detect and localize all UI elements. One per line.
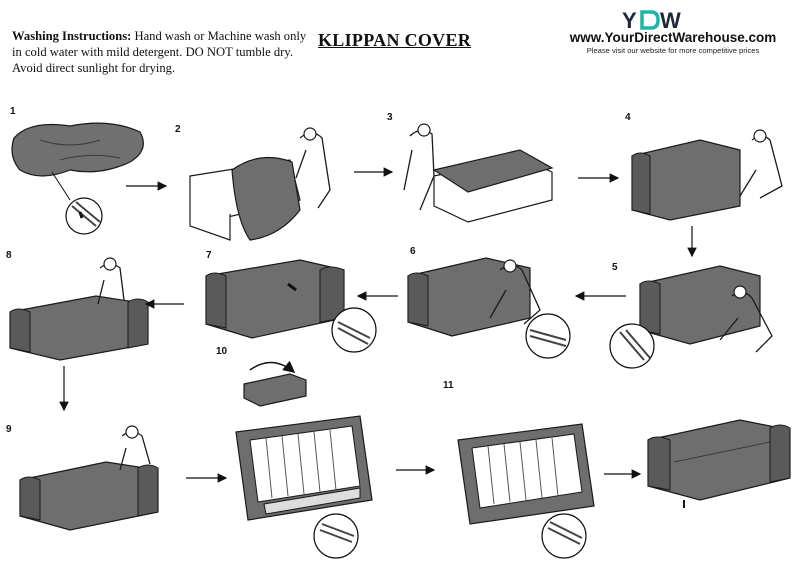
step-10-illustration bbox=[243, 360, 307, 407]
step-number-5: 5 bbox=[612, 262, 618, 273]
page-title: KLIPPAN COVER bbox=[318, 30, 472, 50]
step-number-1: 1 bbox=[10, 106, 16, 117]
final-sofa-illustration bbox=[647, 419, 791, 508]
step-number-2: 2 bbox=[175, 124, 181, 135]
tagline: Please visit our website for more compet… bbox=[586, 46, 760, 55]
website-url[interactable]: www.YourDirectWarehouse.com bbox=[569, 30, 777, 45]
svg-text:W: W bbox=[660, 8, 681, 32]
step-6-illustration bbox=[407, 257, 571, 359]
step-number-7: 7 bbox=[206, 250, 212, 261]
step-11-underside-b bbox=[457, 423, 595, 559]
step-7-illustration bbox=[205, 259, 377, 353]
washing-instructions: Washing Instructions: Hand wash or Machi… bbox=[12, 28, 312, 76]
step-number-10: 10 bbox=[216, 346, 228, 357]
step-arrows bbox=[59, 167, 697, 483]
ydw-logo: Y W bbox=[622, 8, 681, 32]
svg-text:Y: Y bbox=[622, 8, 637, 32]
step-number-3: 3 bbox=[387, 112, 393, 123]
step-3-illustration bbox=[403, 123, 554, 223]
step-9-illustration bbox=[19, 425, 159, 531]
step-2-illustration bbox=[189, 127, 331, 241]
step-number-9: 9 bbox=[6, 424, 12, 435]
step-number-6: 6 bbox=[410, 246, 416, 257]
step-1-illustration bbox=[11, 122, 144, 235]
step-8-illustration bbox=[9, 257, 149, 361]
step-11-underside-a bbox=[235, 415, 373, 559]
step-number-8: 8 bbox=[6, 250, 12, 261]
step-4-illustration bbox=[631, 129, 783, 221]
washing-label: Washing Instructions: bbox=[12, 29, 132, 43]
step-5-illustration bbox=[609, 265, 773, 369]
step-number-11: 11 bbox=[443, 380, 454, 391]
washing-text: Hand wash or Machine wash only in cold w… bbox=[12, 29, 307, 75]
step-number-4: 4 bbox=[625, 112, 631, 123]
